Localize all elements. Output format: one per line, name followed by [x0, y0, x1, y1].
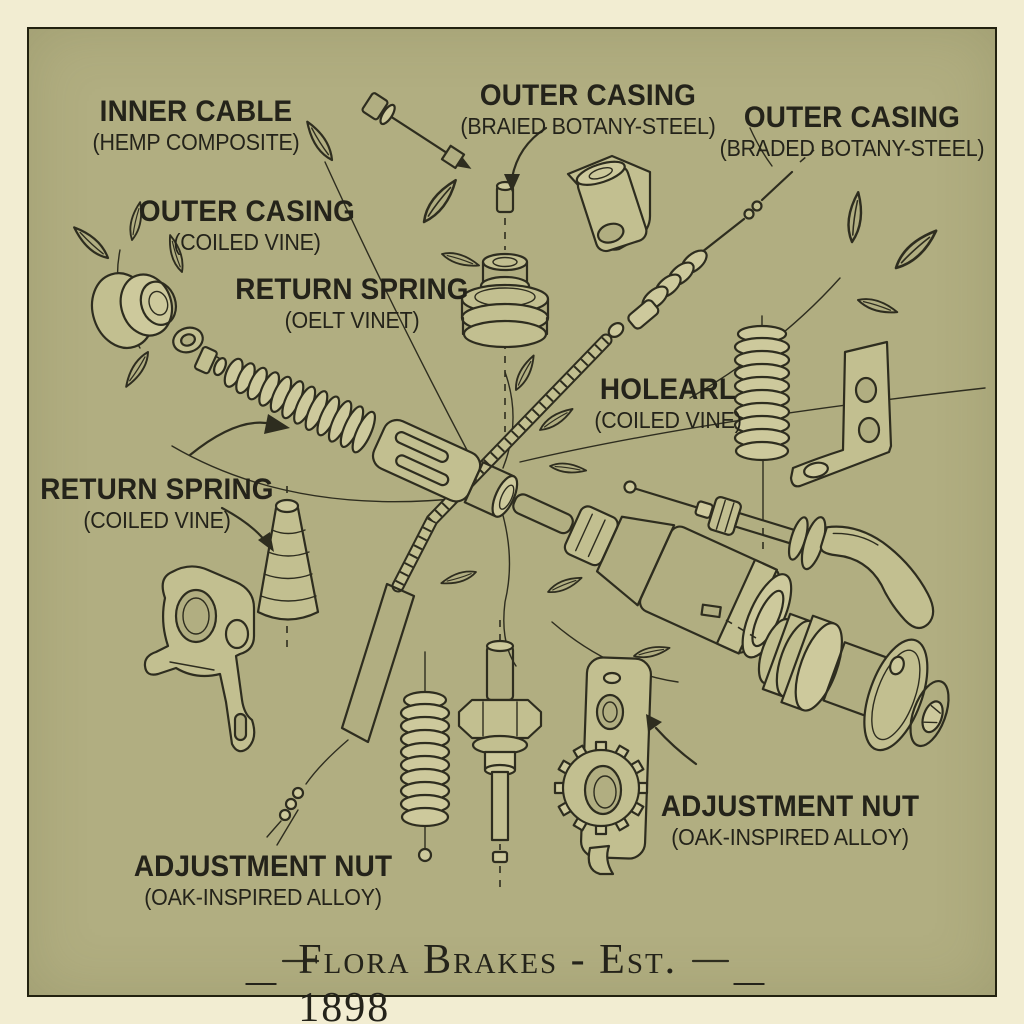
label-subtitle: (COILED VINE): [83, 507, 231, 534]
gear-toothed-lever-drawing: [553, 656, 653, 876]
label-title: OUTER CASING: [479, 79, 697, 112]
anchor-end-cap-drawing: [90, 272, 223, 361]
footer-brand-text: Flora Brakes - Est. 1898: [298, 937, 678, 1024]
threaded-stud-drawing: [361, 92, 472, 170]
label-title: ADJUSTMENT NUT: [660, 790, 920, 823]
label-subtitle: (COILED VINE): [173, 229, 321, 256]
footer-left-dash: [245, 983, 277, 985]
right-angle-bracket-drawing: [789, 340, 893, 488]
label-title: HOLEARL: [599, 373, 737, 406]
label-title: ADJUSTMENT NUT: [133, 850, 393, 883]
label-title: RETURN SPRING: [40, 473, 274, 506]
label-outer-casing-top: OUTER CASING (BRAIED BOTANY-STEEL): [460, 79, 716, 140]
barrel-adjuster-bolt-drawing: [700, 603, 950, 752]
label-outer-casing-left: OUTER CASING (COILED VINE): [138, 195, 356, 256]
label-title: INNER CABLE: [99, 95, 293, 128]
label-holearl: HOLEARL (COILED VINE): [594, 373, 742, 434]
label-outer-casing-right: OUTER CASING (BRADED BOTANY-STEEL): [719, 101, 985, 162]
bottom-coil-spring-drawing: [399, 651, 451, 863]
label-subtitle: (OAK-INSPIRED ALLOY): [671, 824, 909, 851]
caliper-arm-drawing: [143, 565, 256, 753]
adjuster-bolt-drawing: [457, 620, 543, 888]
label-subtitle: (BRADED BOTANY-STEEL): [719, 135, 985, 162]
label-return-spring-upper: RETURN SPRING (OELT VINET): [235, 273, 469, 334]
label-subtitle: (HEMP COMPOSITE): [92, 129, 300, 156]
label-subtitle: (OELT VINET): [284, 307, 420, 334]
clevis-block-drawing: [575, 160, 648, 253]
label-adjustment-nut-bottom: ADJUSTMENT NUT (OAK-INSPIRED ALLOY): [133, 850, 393, 911]
label-return-spring-left: RETURN SPRING (COILED VINE): [40, 473, 274, 534]
label-adjustment-nut-right: ADJUSTMENT NUT (OAK-INSPIRED ALLOY): [660, 790, 920, 851]
label-inner-cable: INNER CABLE (HEMP COMPOSITE): [92, 95, 300, 156]
ball-end-cable-lever-drawing: [623, 480, 935, 630]
braided-cable-drawing: [266, 149, 815, 838]
ribbed-cone-drawing: [256, 486, 320, 654]
label-subtitle: (COILED VINE): [594, 407, 742, 434]
label-title: OUTER CASING: [743, 101, 961, 134]
pointer-arrows: [188, 126, 773, 846]
footer: Flora Brakes - Est. 1898: [245, 936, 765, 1024]
label-title: OUTER CASING: [138, 195, 356, 228]
stacked-barrel-bushing-drawing: [460, 252, 550, 349]
right-coil-spring-drawing: [733, 315, 791, 556]
label-title: RETURN SPRING: [235, 273, 469, 306]
footer-right-dash: [733, 983, 765, 985]
label-subtitle: (BRAIED BOTANY-STEEL): [460, 113, 716, 140]
label-subtitle: (OAK-INSPIRED ALLOY): [144, 884, 382, 911]
